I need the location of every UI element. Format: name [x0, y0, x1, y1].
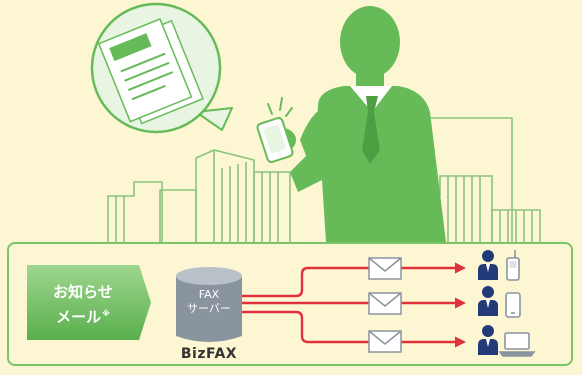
mail-envelope-icon	[368, 292, 402, 315]
feature-phone-icon	[506, 250, 520, 281]
fax-server-icon	[176, 267, 242, 342]
arrow-head-1	[455, 262, 466, 274]
order-document-bubble	[90, 2, 233, 134]
person-icon	[478, 250, 498, 280]
delivery-arrows	[242, 266, 456, 344]
smartphone-icon	[505, 292, 521, 318]
person-icon	[478, 325, 498, 355]
arrow-head-3	[455, 336, 466, 348]
businessman-figure	[256, 6, 446, 242]
fax-server-line-2: サーバー	[187, 302, 231, 315]
notification-line-2: メール	[56, 308, 102, 326]
fax-server-label: FAX サーバー	[176, 288, 242, 316]
mail-envelope-icon	[368, 257, 402, 280]
footnote-mark: ※	[102, 309, 110, 318]
bizfax-caption: BizFAX	[180, 346, 238, 362]
laptop-icon	[498, 332, 536, 357]
arrow-head-2	[455, 297, 466, 309]
notification-mail-box: お知らせ メール※	[27, 265, 151, 340]
mail-envelope-icon	[368, 330, 402, 353]
person-icon	[478, 286, 498, 316]
fax-server-line-1: FAX	[198, 288, 220, 301]
notification-mail-label: お知らせ メール※	[27, 282, 139, 328]
notification-line-1: お知らせ	[53, 283, 113, 301]
